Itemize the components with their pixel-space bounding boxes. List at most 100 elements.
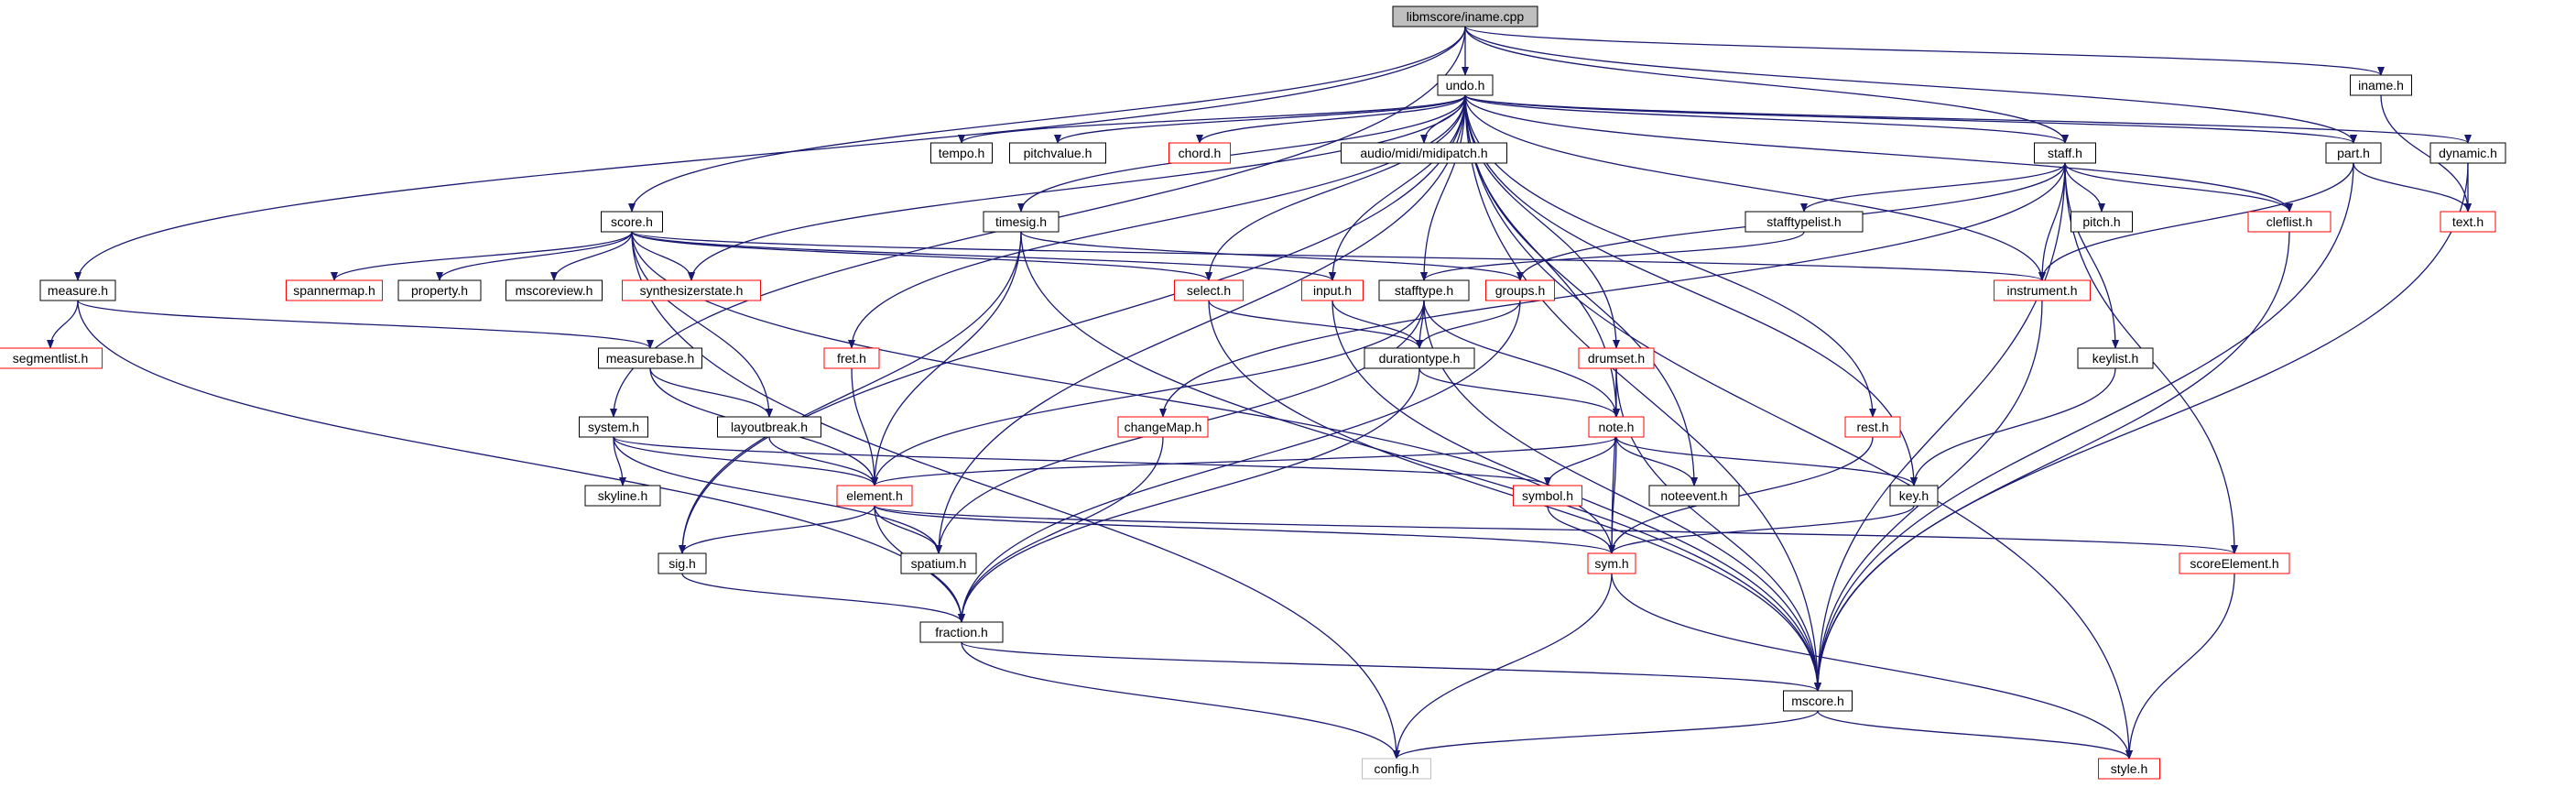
- node-box[interactable]: [1783, 690, 1853, 712]
- node-box[interactable]: [900, 552, 977, 574]
- node-box[interactable]: [601, 211, 663, 233]
- node-property[interactable]: property.h: [397, 279, 482, 301]
- node-note[interactable]: note.h: [1588, 416, 1645, 438]
- node-pitch[interactable]: pitch.h: [2071, 211, 2133, 233]
- node-box[interactable]: [39, 279, 116, 301]
- node-box[interactable]: [1174, 279, 1244, 301]
- node-style[interactable]: style.h: [2098, 758, 2160, 780]
- node-box[interactable]: [1392, 5, 1538, 27]
- node-box[interactable]: [823, 347, 880, 369]
- node-part[interactable]: part.h: [2325, 142, 2382, 164]
- node-cleflist[interactable]: cleflist.h: [2247, 211, 2331, 233]
- node-box[interactable]: [1301, 279, 1364, 301]
- node-box[interactable]: [1341, 142, 1507, 164]
- node-keylist[interactable]: keylist.h: [2077, 347, 2154, 369]
- node-box[interactable]: [1578, 347, 1655, 369]
- node-element[interactable]: element.h: [836, 485, 913, 507]
- node-dynamic[interactable]: dynamic.h: [2429, 142, 2506, 164]
- node-box[interactable]: [2179, 552, 2290, 574]
- node-instrument[interactable]: instrument.h: [1994, 279, 2091, 301]
- node-durationtype[interactable]: durationtype.h: [1364, 347, 1475, 369]
- node-box[interactable]: [1378, 279, 1470, 301]
- node-box[interactable]: [622, 279, 761, 301]
- node-box[interactable]: [286, 279, 383, 301]
- node-box[interactable]: [983, 211, 1060, 233]
- node-box[interactable]: [2098, 758, 2160, 780]
- node-spatium[interactable]: spatium.h: [900, 552, 977, 574]
- node-input[interactable]: input.h: [1301, 279, 1364, 301]
- node-box[interactable]: [1168, 142, 1231, 164]
- node-score[interactable]: score.h: [601, 211, 663, 233]
- node-box[interactable]: [2350, 74, 2412, 96]
- node-fret[interactable]: fret.h: [823, 347, 880, 369]
- node-box[interactable]: [2429, 142, 2506, 164]
- node-sym[interactable]: sym.h: [1587, 552, 1636, 574]
- node-box[interactable]: [1362, 758, 1431, 780]
- node-box[interactable]: [2440, 211, 2496, 233]
- node-midipatch[interactable]: audio/midi/midipatch.h: [1341, 142, 1507, 164]
- node-layoutbreak[interactable]: layoutbreak.h: [717, 416, 821, 438]
- node-text[interactable]: text.h: [2440, 211, 2496, 233]
- node-config[interactable]: config.h: [1362, 758, 1431, 780]
- node-select[interactable]: select.h: [1174, 279, 1244, 301]
- node-synthesizerstate[interactable]: synthesizerstate.h: [622, 279, 761, 301]
- node-box[interactable]: [584, 485, 661, 507]
- node-system[interactable]: system.h: [579, 416, 648, 438]
- node-iname-h[interactable]: iname.h: [2350, 74, 2412, 96]
- node-box[interactable]: [1745, 211, 1864, 233]
- node-staff[interactable]: staff.h: [2034, 142, 2096, 164]
- node-box[interactable]: [2071, 211, 2133, 233]
- node-box[interactable]: [1485, 279, 1555, 301]
- node-box[interactable]: [1994, 279, 2091, 301]
- node-box[interactable]: [717, 416, 821, 438]
- node-stafftypelist[interactable]: stafftypelist.h: [1745, 211, 1864, 233]
- node-sig[interactable]: sig.h: [658, 552, 707, 574]
- node-tempo[interactable]: tempo.h: [930, 142, 993, 164]
- node-spannermap[interactable]: spannermap.h: [286, 279, 383, 301]
- node-box[interactable]: [1844, 416, 1901, 438]
- node-measure[interactable]: measure.h: [39, 279, 116, 301]
- node-box[interactable]: [2034, 142, 2096, 164]
- node-box[interactable]: [1117, 416, 1209, 438]
- node-rest[interactable]: rest.h: [1844, 416, 1901, 438]
- node-box[interactable]: [2247, 211, 2331, 233]
- node-box[interactable]: [1587, 552, 1636, 574]
- node-box[interactable]: [0, 347, 103, 369]
- node-segmentlist[interactable]: segmentlist.h: [0, 347, 103, 369]
- node-box[interactable]: [930, 142, 993, 164]
- node-chord[interactable]: chord.h: [1168, 142, 1231, 164]
- node-box[interactable]: [579, 416, 648, 438]
- node-pitchvalue[interactable]: pitchvalue.h: [1009, 142, 1106, 164]
- node-mscoreview[interactable]: mscoreview.h: [505, 279, 603, 301]
- node-symbol[interactable]: symbol.h: [1513, 485, 1582, 507]
- node-iname-cpp[interactable]: libmscore/iname.cpp: [1392, 5, 1538, 27]
- node-skyline[interactable]: skyline.h: [584, 485, 661, 507]
- node-box[interactable]: [1364, 347, 1475, 369]
- node-timesig[interactable]: timesig.h: [983, 211, 1060, 233]
- node-box[interactable]: [1588, 416, 1645, 438]
- node-box[interactable]: [397, 279, 482, 301]
- node-box[interactable]: [2325, 142, 2382, 164]
- node-box[interactable]: [1513, 485, 1582, 507]
- node-undo[interactable]: undo.h: [1437, 74, 1494, 96]
- node-drumset[interactable]: drumset.h: [1578, 347, 1655, 369]
- node-box[interactable]: [1437, 74, 1494, 96]
- node-box[interactable]: [1648, 485, 1740, 507]
- node-box[interactable]: [1009, 142, 1106, 164]
- node-box[interactable]: [919, 621, 1004, 643]
- node-box[interactable]: [836, 485, 913, 507]
- node-fraction[interactable]: fraction.h: [919, 621, 1004, 643]
- node-mscore[interactable]: mscore.h: [1783, 690, 1853, 712]
- node-changemap[interactable]: changeMap.h: [1117, 416, 1209, 438]
- node-measurebase[interactable]: measurebase.h: [598, 347, 702, 369]
- node-box[interactable]: [2077, 347, 2154, 369]
- node-noteevent[interactable]: noteevent.h: [1648, 485, 1740, 507]
- node-box[interactable]: [598, 347, 702, 369]
- node-groups[interactable]: groups.h: [1485, 279, 1555, 301]
- node-box[interactable]: [1889, 485, 1939, 507]
- node-box[interactable]: [505, 279, 603, 301]
- node-stafftype[interactable]: stafftype.h: [1378, 279, 1470, 301]
- node-box[interactable]: [658, 552, 707, 574]
- node-scoreelement[interactable]: scoreElement.h: [2179, 552, 2290, 574]
- node-key[interactable]: key.h: [1889, 485, 1939, 507]
